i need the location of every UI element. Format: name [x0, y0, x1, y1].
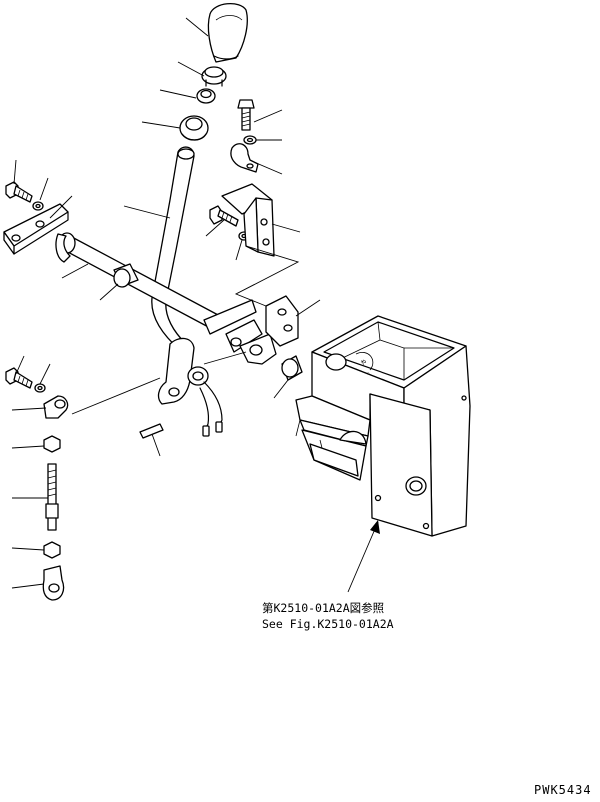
angle-bracket	[221, 183, 275, 257]
washer-top-left	[32, 201, 44, 211]
reference-note-jp: 第K2510-01A2A図参照	[262, 601, 384, 615]
rod-end-top	[43, 395, 69, 419]
reference-arrow	[347, 520, 380, 593]
bolt-bracket	[209, 205, 239, 227]
bushing-left	[113, 263, 139, 288]
reference-note-en: See Fig.K2510-01A2A	[262, 617, 394, 631]
lever-plate	[265, 295, 299, 347]
shaft	[55, 232, 221, 331]
clamp	[230, 143, 259, 173]
washer-top-right	[243, 135, 257, 145]
shift-knob	[207, 3, 248, 63]
bolt-mid-left	[5, 367, 33, 389]
nut-top	[43, 435, 61, 453]
lever-boot	[179, 115, 209, 141]
lever-pivot-bracket	[157, 337, 209, 405]
mounting-plate	[3, 203, 69, 255]
spring-pin	[139, 423, 164, 439]
knob-nut	[201, 66, 227, 87]
svg-text:ゃ: ゃ	[360, 358, 367, 366]
drawing-code: PWK5434	[534, 783, 592, 797]
svg-text:◦: ◦	[366, 370, 370, 378]
shaft-bracket	[203, 299, 277, 365]
bushing-center	[281, 355, 303, 381]
leader-lines	[11, 17, 321, 589]
bolt-top-right	[237, 99, 255, 131]
washer-mid-left	[34, 383, 46, 393]
boot-ring	[196, 88, 216, 104]
control-box: ゃ ◦	[311, 315, 471, 537]
rod-end-bottom	[42, 565, 65, 601]
threaded-rod	[45, 463, 59, 531]
bolt-top-left	[5, 181, 33, 203]
switch-wire	[199, 381, 223, 437]
assembly-lines	[71, 245, 300, 415]
nut-bottom	[43, 541, 61, 559]
control-box-handle	[295, 395, 371, 481]
shift-lever-rod	[151, 146, 195, 351]
